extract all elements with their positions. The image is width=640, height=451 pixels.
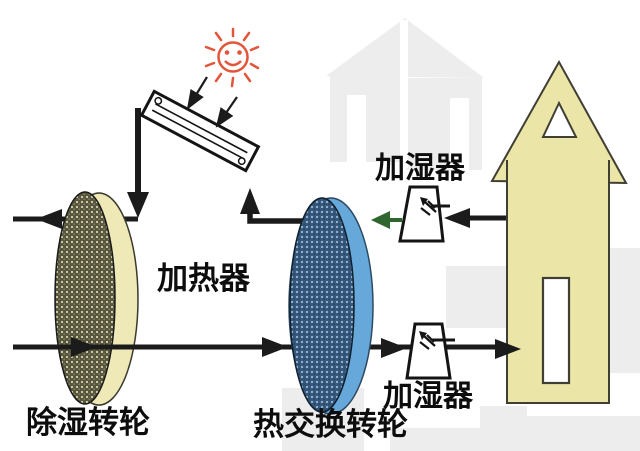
exchange-wheel-face bbox=[289, 197, 355, 413]
label-heat-exchange-wheel: 热交换转轮 bbox=[253, 407, 408, 442]
solar-collector bbox=[139, 89, 261, 173]
arrowhead-down bbox=[127, 192, 149, 218]
desiccant-wheel bbox=[54, 191, 139, 406]
label-desiccant-wheel: 除湿转轮 bbox=[26, 405, 150, 440]
spray-icon bbox=[419, 331, 436, 350]
sun-icon bbox=[204, 27, 260, 88]
sun-rays bbox=[204, 27, 260, 88]
sun-eyes bbox=[224, 50, 242, 55]
desiccant-wheel-face bbox=[54, 191, 116, 405]
house bbox=[490, 59, 628, 404]
supply-into-house-arrowhead bbox=[495, 339, 521, 359]
arrowhead-up bbox=[240, 188, 260, 214]
arrowhead-left bbox=[36, 209, 62, 229]
humidifier-top bbox=[398, 185, 450, 243]
label-heater: 加热器 bbox=[157, 261, 250, 296]
return-duct-line bbox=[444, 208, 512, 228]
heat-exchange-wheel bbox=[288, 197, 374, 415]
label-humidifier-top: 加湿器 bbox=[375, 152, 465, 185]
supply-duct-arrowheads bbox=[56, 337, 407, 358]
roof-window bbox=[541, 100, 578, 138]
label-humidifier-bottom: 加湿器 bbox=[383, 380, 473, 413]
regeneration-duct-riser bbox=[240, 188, 308, 224]
humidifier-bottom bbox=[405, 322, 455, 380]
door-window bbox=[541, 276, 571, 385]
arrowhead-left bbox=[444, 208, 470, 228]
sun-ray-arrows bbox=[186, 76, 238, 128]
green-arrow bbox=[371, 211, 402, 229]
green-arrowhead bbox=[371, 211, 390, 229]
spray-icon bbox=[420, 197, 437, 216]
